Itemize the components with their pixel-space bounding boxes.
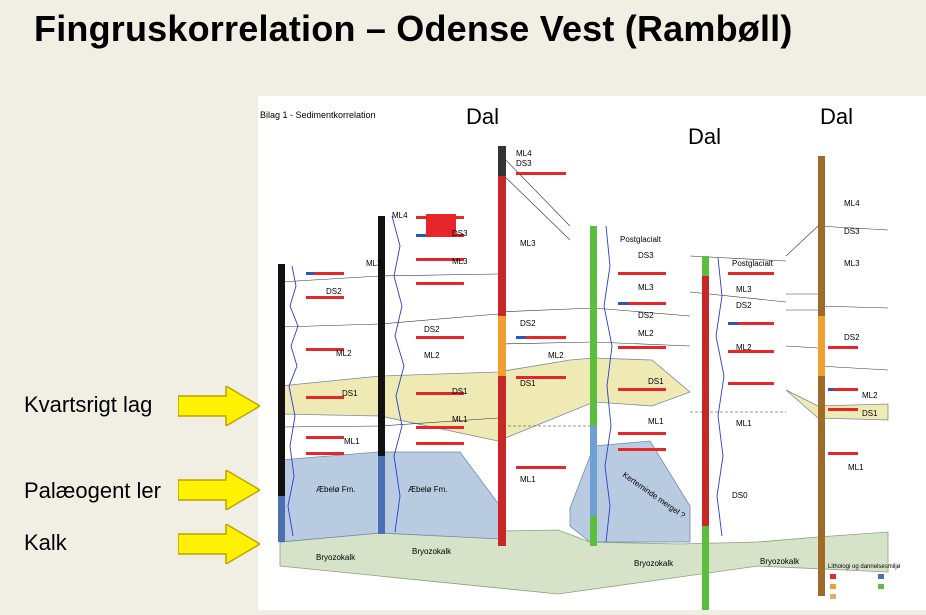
- ds1-band-right: [785, 389, 889, 421]
- kerteminde-band: [569, 440, 691, 543]
- figure-caption: Bilag 1 - Sedimentkorrelation: [260, 110, 376, 120]
- layer-label: ML1: [648, 417, 664, 426]
- layer-label: ML3: [520, 239, 536, 248]
- layer-label: ML2: [336, 349, 352, 358]
- layer-label: ML2: [862, 391, 878, 400]
- layer-label: DS2: [844, 333, 860, 342]
- slide-title: Fingruskorrelation – Odense Vest (Rambøl…: [34, 8, 793, 49]
- palaeogene-band: [279, 451, 501, 543]
- layer-label: Æbelø Fm.: [408, 485, 448, 494]
- ds1-band: [279, 357, 691, 442]
- correlation-diagram: Bilag 1 - Sedimentkorrelation Dal Dal Da…: [260, 104, 901, 610]
- layer-label: ML1: [344, 437, 360, 446]
- layer-label: ML2: [424, 351, 440, 360]
- dal-label-2: Dal: [688, 124, 721, 149]
- layer-label: DS2: [326, 287, 342, 296]
- layer-label: DS3: [452, 229, 468, 238]
- layer-label: Postglacialt: [732, 259, 774, 268]
- arrow-right-icon: [178, 524, 260, 564]
- label-kalk: Kalk: [24, 530, 67, 555]
- correlation-lines: [279, 151, 889, 428]
- layer-label: ML2: [548, 351, 564, 360]
- layer-label: DS1: [342, 389, 358, 398]
- layer-label: DS1: [862, 409, 878, 418]
- log-curves: [287, 215, 725, 543]
- layer-label: ML3: [366, 259, 382, 268]
- layer-label: ML4: [844, 199, 860, 208]
- layer-label: ML2: [736, 343, 752, 352]
- grain-size-bars: [306, 172, 858, 469]
- layer-label: DS3: [516, 159, 532, 168]
- label-palaeogent-ler: Palæogent ler: [24, 478, 161, 503]
- layer-label: ML3: [844, 259, 860, 268]
- boreholes: [278, 146, 825, 610]
- layer-label: DS0: [732, 491, 748, 500]
- layer-label: Bryozokalk: [634, 559, 674, 568]
- layer-label: Bryozokalk: [316, 553, 356, 562]
- layer-label: Æbelø Fm.: [316, 485, 356, 494]
- layer-label: ML1: [520, 475, 536, 484]
- layer-label: DS1: [520, 379, 536, 388]
- arrow-right-icon: [178, 470, 260, 510]
- layer-label: DS2: [520, 319, 536, 328]
- legend-title: Lithologi og dannelsesmiljø: [828, 564, 901, 570]
- layer-label: ML3: [638, 283, 654, 292]
- layer-label: ML1: [848, 463, 864, 472]
- layer-label: DS1: [648, 377, 664, 386]
- layer-label: ML1: [736, 419, 752, 428]
- layer-label: DS2: [736, 301, 752, 310]
- layer-label: ML3: [736, 285, 752, 294]
- layer-label: ML4: [392, 211, 408, 220]
- dal-label-1: Dal: [466, 104, 499, 129]
- layer-label: DS3: [638, 251, 654, 260]
- legend-swatches: [830, 574, 884, 599]
- correlation-figure: Bilag 1 - Sedimentkorrelation Dal Dal Da…: [258, 96, 926, 610]
- layer-label: DS1: [452, 387, 468, 396]
- layer-label: Bryozokalk: [760, 557, 800, 566]
- arrow-right-icon: [178, 386, 260, 426]
- layer-label: Postglacialt: [620, 235, 662, 244]
- label-kvartsrigt-lag: Kvartsrigt lag: [24, 392, 153, 417]
- layer-label: ML1: [452, 415, 468, 424]
- dal-label-3: Dal: [820, 104, 853, 129]
- layer-label: DS3: [844, 227, 860, 236]
- layer-label: ML2: [638, 329, 654, 338]
- layer-label: ML4: [516, 149, 532, 158]
- layer-label: Bryozokalk: [412, 547, 452, 556]
- layer-label: ML3: [452, 257, 468, 266]
- layer-label: DS2: [638, 311, 654, 320]
- layer-label: DS2: [424, 325, 440, 334]
